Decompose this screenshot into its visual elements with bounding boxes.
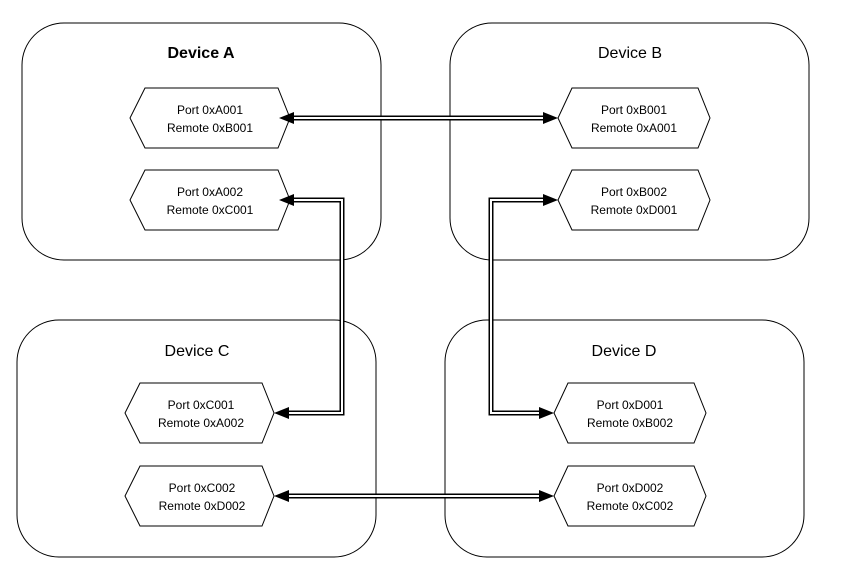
port-b002-shape <box>557 169 711 231</box>
arrowhead-icon <box>274 490 289 502</box>
port-c001-remote: Remote 0xA002 <box>158 416 244 430</box>
port-a001-id: Port 0xA001 <box>177 103 243 117</box>
port-b002-remote: Remote 0xD001 <box>591 203 678 217</box>
port-a002: Port 0xA002 Remote 0xC001 <box>129 169 291 231</box>
port-a002-remote: Remote 0xC001 <box>167 203 254 217</box>
port-a002-shape <box>129 169 291 231</box>
port-c002: Port 0xC002 Remote 0xD002 <box>124 465 275 527</box>
port-d001-remote: Remote 0xB002 <box>587 416 673 430</box>
port-b001: Port 0xB001 Remote 0xA001 <box>557 87 711 149</box>
port-a001-remote: Remote 0xB001 <box>167 121 253 135</box>
connection-c002-d002 <box>274 490 554 502</box>
arrowhead-icon <box>539 407 554 419</box>
port-c002-id: Port 0xC002 <box>169 481 236 495</box>
port-a001: Port 0xA001 Remote 0xB001 <box>129 87 291 149</box>
port-d001-id: Port 0xD001 <box>597 398 664 412</box>
arrowhead-icon <box>279 112 294 124</box>
device-a-title: Device A <box>168 45 235 62</box>
port-b001-remote: Remote 0xA001 <box>591 121 677 135</box>
port-c001-shape <box>124 382 275 444</box>
arrowhead-icon <box>543 194 558 206</box>
connection-a002-c001 <box>274 194 345 419</box>
port-b001-shape <box>557 87 711 149</box>
port-a001-shape <box>129 87 291 149</box>
port-b002-id: Port 0xB002 <box>601 185 667 199</box>
device-d-title: Device D <box>592 343 657 360</box>
port-c001-id: Port 0xC001 <box>168 398 235 412</box>
port-d001-shape <box>553 382 707 444</box>
arrowhead-icon <box>543 112 558 124</box>
port-d002-remote: Remote 0xC002 <box>587 499 674 513</box>
connection-b002-d001 <box>488 194 558 419</box>
port-b001-id: Port 0xB001 <box>601 103 667 117</box>
connection-a001-b001 <box>279 112 558 124</box>
arrowhead-icon <box>274 407 289 419</box>
port-c002-remote: Remote 0xD002 <box>159 499 246 513</box>
device-b-title: Device B <box>598 45 662 62</box>
port-d002-id: Port 0xD002 <box>597 481 664 495</box>
port-c002-shape <box>124 465 275 527</box>
port-b002: Port 0xB002 Remote 0xD001 <box>557 169 711 231</box>
port-c001: Port 0xC001 Remote 0xA002 <box>124 382 275 444</box>
arrowhead-icon <box>539 490 554 502</box>
device-c-title: Device C <box>165 343 230 360</box>
port-d001: Port 0xD001 Remote 0xB002 <box>553 382 707 444</box>
port-d002: Port 0xD002 Remote 0xC002 <box>553 465 707 527</box>
port-a002-id: Port 0xA002 <box>177 185 243 199</box>
port-d002-shape <box>553 465 707 527</box>
arrowhead-icon <box>279 194 294 206</box>
